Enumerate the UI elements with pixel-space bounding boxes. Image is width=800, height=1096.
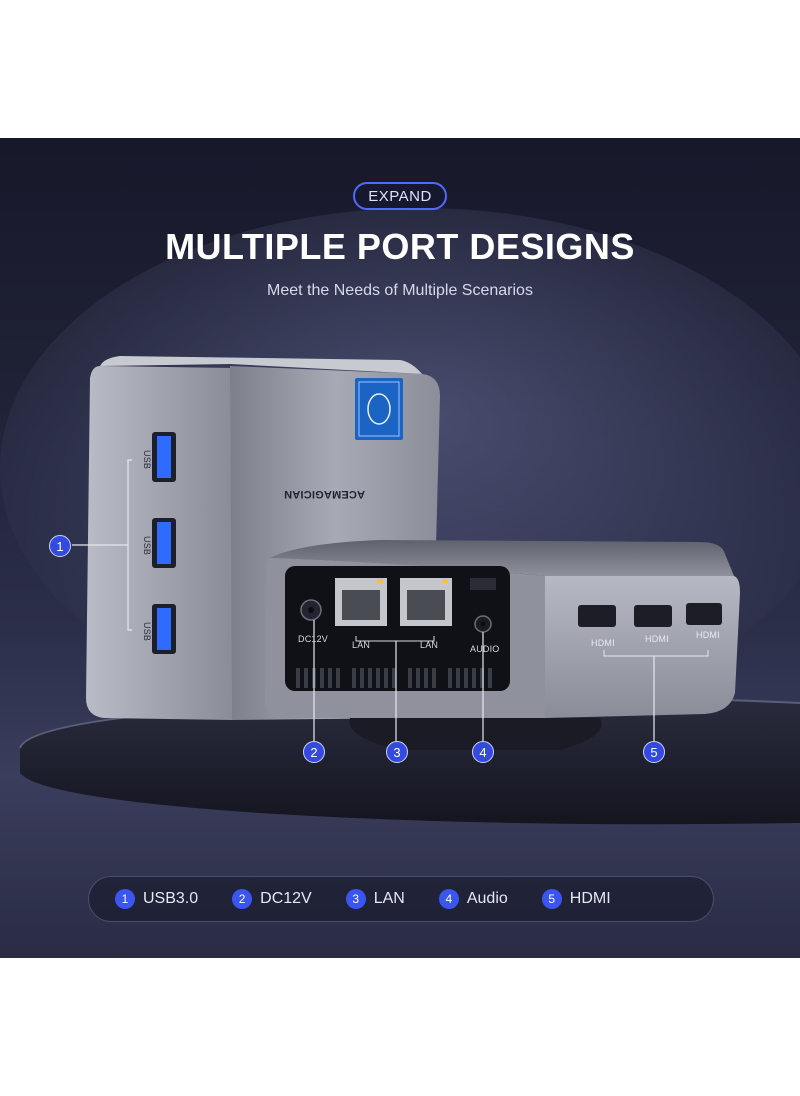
legend-item-audio: 4 Audio	[438, 889, 508, 909]
bottom-vent-mesh	[349, 718, 602, 750]
hdmi-label-3: HDMI	[696, 630, 720, 640]
callout-5: 5	[643, 741, 665, 763]
usb-label-1: USB	[142, 450, 152, 470]
legend-number: 2	[232, 889, 253, 909]
legend-item-hdmi: 5 HDMI	[541, 889, 611, 909]
brand-label: ACEMAGICIAN	[284, 488, 366, 500]
callout-2: 2	[303, 741, 325, 763]
legend-number: 1	[115, 889, 135, 909]
legend-item-lan: 3 LAN	[345, 889, 405, 909]
lan-label-1: LAN	[352, 640, 371, 650]
lan-ports	[335, 578, 452, 642]
legend-number: 4	[438, 889, 459, 909]
expand-badge: EXPAND	[353, 182, 447, 210]
legend-item-usb: 1 USB3.0	[115, 889, 198, 909]
page-subtitle: Meet the Needs of Multiple Scenarios	[267, 282, 533, 299]
legend-label: LAN	[373, 890, 405, 907]
legend-label: Audio	[466, 890, 508, 907]
hdmi-label-1: HDMI	[591, 638, 615, 648]
legend-number: 5	[541, 889, 562, 909]
usb-label-2: USB	[142, 536, 152, 556]
legend-item-dc: 2 DC12V	[232, 889, 312, 909]
intel-sticker	[355, 378, 403, 440]
hdmi-ports	[578, 603, 722, 657]
lan-label-2: LAN	[420, 640, 439, 650]
legend-number: 3	[345, 889, 366, 909]
usb-label-3: USB	[142, 622, 152, 642]
hdmi-label-2: HDMI	[645, 634, 669, 644]
audio-label: AUDIO	[470, 644, 500, 654]
page-title: MULTIPLE PORT DESIGNS	[165, 226, 635, 267]
callout-3: 3	[386, 741, 408, 763]
port-legend: 1 USB3.0 2 DC12V 3 LAN 4 Audio 5 HDMI	[88, 876, 714, 922]
legend-label: DC12V	[260, 890, 312, 907]
callout-1: 1	[49, 535, 71, 557]
callout-4: 4	[472, 741, 494, 763]
left-mini-pc	[72, 356, 440, 720]
usb-port-group	[72, 432, 176, 654]
right-mini-pc	[265, 540, 740, 750]
dc12v-label: DC12V	[298, 634, 329, 644]
legend-label: USB3.0	[143, 890, 199, 907]
callout-lines	[313, 620, 655, 742]
device-illustration	[0, 208, 800, 825]
legend-label: HDMI	[569, 890, 611, 907]
product-banner: EXPAND MULTIPLE PORT DESIGNS Meet the Ne…	[0, 138, 800, 958]
